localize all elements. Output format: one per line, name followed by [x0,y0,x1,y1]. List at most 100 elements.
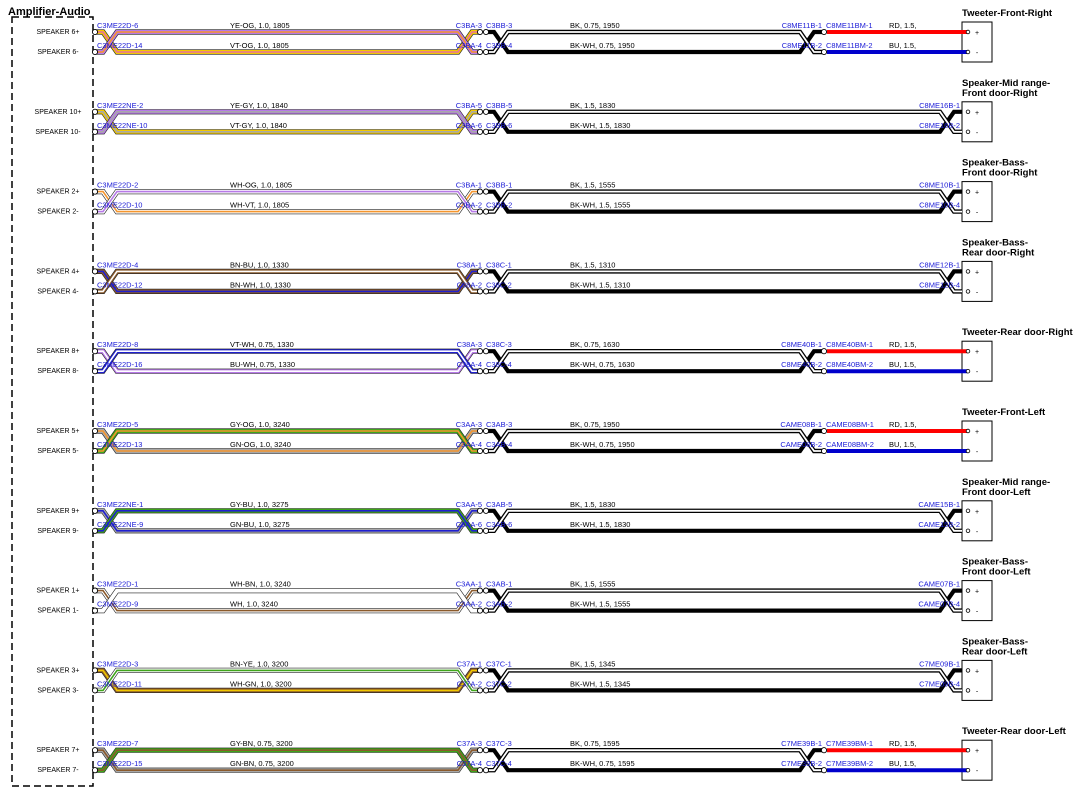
wire-segment-1-stripe [95,190,480,213]
terminal-pin [91,268,99,275]
wire-segment-2 [486,748,822,773]
wire-segment-1-stripe [95,749,480,771]
device-connector-label: C8ME40B-2 [781,360,822,369]
device-connector-label: C8ME11B-2 [782,41,822,50]
device-terminal [965,608,971,613]
terminal-pin [476,208,484,215]
wire-segment-2 [486,668,962,693]
terminal-pin [476,368,484,375]
terminal-pin [91,208,99,215]
wire-spec-label: BK-WH, 1.5, 1830 [570,520,630,529]
device-terminal [965,369,971,374]
polarity-mark: - [976,50,979,57]
wire-spec-label: BU, 1.5, [889,41,916,50]
wire-segment-2 [486,189,962,214]
device-terminal [965,668,971,673]
wire-segment-2-stripe [486,430,822,452]
polarity-mark: + [975,668,979,675]
terminal-pin [476,427,484,435]
terminal-pin [820,368,828,375]
wire-spec-label: WH, 1.0, 3240 [230,600,278,609]
wire-spec-label: BK-WH, 0.75, 1950 [570,440,635,449]
terminal-pin [476,687,484,694]
device-connector-box [961,500,993,542]
polarity-mark: + [975,190,979,197]
inline-connector-label: C3BB-1 [486,181,512,190]
inline-connector-label: C38A-3 [457,340,482,349]
terminal-pin [820,767,828,774]
amplifier-pin-label: SPEAKER 8- [37,368,79,375]
wire-spec-label: BU, 1.5, [889,759,916,768]
wire-segment-2 [486,269,962,294]
terminal-pin [476,667,484,674]
terminal-pin [482,507,490,514]
wire-segment-1-stripe [95,111,480,133]
wire-segment-2-stripe [486,31,822,53]
device-title: Speaker-Bass- [962,557,1028,568]
inline-connector-label: C38A-4 [457,360,482,369]
amplifier-pin-label: SPEAKER 7- [37,767,79,774]
amp-connector-label: C3ME22NE-10 [97,121,147,130]
inline-connector-label: C3BB-6 [486,121,512,130]
device-connector-label: C7ME39B-2 [781,759,822,768]
inline-connector-label: C3BA-2 [456,201,482,210]
device-connector-label: C8ME40BM-2 [826,360,873,369]
polarity-mark: + [975,110,979,117]
inline-connector-label: C3AA-4 [456,440,482,449]
wire-segment-2 [486,269,962,294]
wire-segment-2-stripe [486,749,822,772]
amp-connector-label: C3ME22D-4 [97,260,138,269]
device-connector-box [961,739,993,781]
wire-segment-1-stripe [95,31,480,53]
device-connector-box [961,181,993,223]
wire-spec-label: WH-OG, 1.0, 1805 [230,181,292,190]
device-title: Front door-Right [962,168,1038,179]
terminal-pin [476,288,484,295]
wire-segment-1-stripe [95,350,480,372]
device-connector-label: C8ME12B-4 [919,280,960,289]
terminal-pin [476,188,484,195]
device-terminal [965,688,971,693]
inline-connector-label: C3AA-3 [456,420,482,429]
terminal-pin [482,268,490,275]
device-title: Speaker-Mid range- [962,477,1050,488]
wire-spec-label: BK-WH, 1.5, 1310 [570,280,630,289]
device-connector-box [961,21,993,63]
amplifier-pin-label: SPEAKER 1+ [37,588,80,595]
device-connector-label: C7ME39BM-2 [826,759,873,768]
terminal-pin [476,587,484,594]
inline-connector-label: C38A-2 [457,280,482,289]
terminal-pin [91,368,99,375]
wire-segment-2 [486,29,822,55]
circuit-group: Speaker-Mid range-Front door-RightSPEAKE… [35,78,1050,143]
wire-spec-label: GY-OG, 1.0, 3240 [230,420,290,429]
terminal-pin [91,28,99,36]
amp-connector-label: C3ME22D-6 [97,21,138,30]
terminal-pin [820,348,828,355]
terminal-pin [476,348,484,355]
device-connector-box [961,659,993,701]
wire-segment-1-stripe [95,190,480,213]
device-terminal [965,189,971,194]
wire-spec-label: GN-OG, 1.0, 3240 [230,440,291,449]
wire-segment-1-stripe [95,111,480,133]
wire-spec-label: BK, 1.5, 1830 [570,101,615,110]
wire-spec-label: RD, 1.5, [889,21,917,30]
wire-spec-label: VT-WH, 0.75, 1330 [230,340,294,349]
amp-connector-label: C3ME22D-7 [97,739,138,748]
wire-spec-label: GY-BU, 1.0, 3275 [230,500,289,509]
amp-connector-label: C3ME22D-5 [97,420,138,429]
terminal-pin [482,527,490,534]
inline-connector-label: C3AA-6 [456,520,482,529]
wire-segment-1 [95,109,480,134]
wire-spec-label: BK, 1.5, 1555 [570,181,615,190]
amplifier-pin-label: SPEAKER 4- [37,288,79,295]
wire-spec-label: BK, 0.75, 1950 [570,420,620,429]
wire-segment-2 [486,508,962,533]
amp-connector-label: C3ME22D-8 [97,340,138,349]
terminal-pin [482,767,490,774]
device-connector-label: C8ME40BM-1 [826,340,873,349]
